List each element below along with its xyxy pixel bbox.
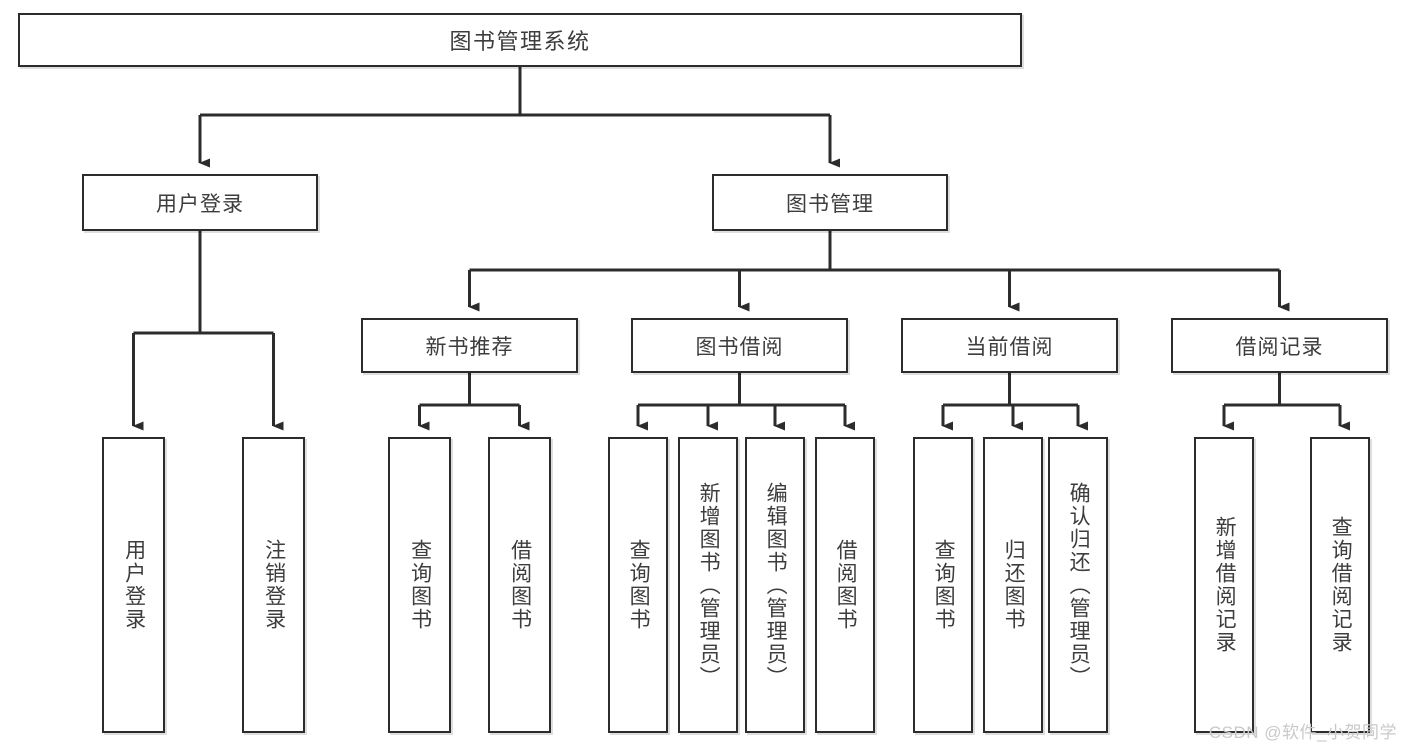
node-leaf-borrow-book-1[interactable]: 借阅图书 [488,437,551,733]
node-leaf-borrow-book-2[interactable]: 借阅图书 [815,437,875,733]
node-label: 确认归还（管理员） [1067,481,1091,689]
node-label: 图书借阅 [695,335,784,359]
node-leaf-query-book-2[interactable]: 查询图书 [608,437,668,733]
node-leaf-query-book-3[interactable]: 查询图书 [913,437,973,733]
node-label: 用户登录 [122,539,146,631]
node-label: 新增图书（管理员） [697,481,721,689]
node-label: 新增借阅记录 [1213,516,1237,654]
node-label: 用户登录 [156,192,244,216]
node-book-manage[interactable]: 图书管理 [712,174,948,231]
node-leaf-user-logout[interactable]: 注销登录 [242,437,305,733]
node-book-borrow[interactable]: 图书借阅 [631,318,848,373]
watermark: CSDN @软件_小贺同学 [1208,723,1397,742]
node-label: 查询图书 [932,539,956,631]
node-root[interactable]: 图书管理系统 [18,13,1022,67]
node-new-book-rec[interactable]: 新书推荐 [361,318,578,373]
node-label: 编辑图书（管理员） [764,481,788,689]
node-label: 注销登录 [262,539,286,631]
node-label: 新书推荐 [425,335,514,359]
node-label: 当前借阅 [965,335,1054,359]
node-label: 借阅图书 [508,539,532,631]
node-leaf-query-book-1[interactable]: 查询图书 [388,437,451,733]
node-leaf-user-login[interactable]: 用户登录 [102,437,165,733]
node-label: 借阅记录 [1235,335,1324,359]
node-label: 查询借阅记录 [1329,516,1353,654]
node-user-login[interactable]: 用户登录 [82,174,318,231]
node-label: 查询图书 [627,539,651,631]
node-leaf-edit-book[interactable]: 编辑图书（管理员） [745,437,805,733]
node-label: 归还图书 [1002,539,1026,631]
node-label: 查询图书 [408,539,432,631]
node-leaf-return-book[interactable]: 归还图书 [983,437,1043,733]
node-borrow-log[interactable]: 借阅记录 [1171,318,1388,373]
node-leaf-confirm-ret[interactable]: 确认归还（管理员） [1048,437,1108,733]
node-label: 借阅图书 [834,539,858,631]
node-leaf-query-log[interactable]: 查询借阅记录 [1310,437,1370,733]
node-leaf-add-log[interactable]: 新增借阅记录 [1194,437,1254,733]
node-label: 图书管理系统 [449,29,591,54]
node-label: 图书管理 [786,192,874,216]
node-leaf-add-book[interactable]: 新增图书（管理员） [678,437,738,733]
node-cur-borrow[interactable]: 当前借阅 [901,318,1118,373]
